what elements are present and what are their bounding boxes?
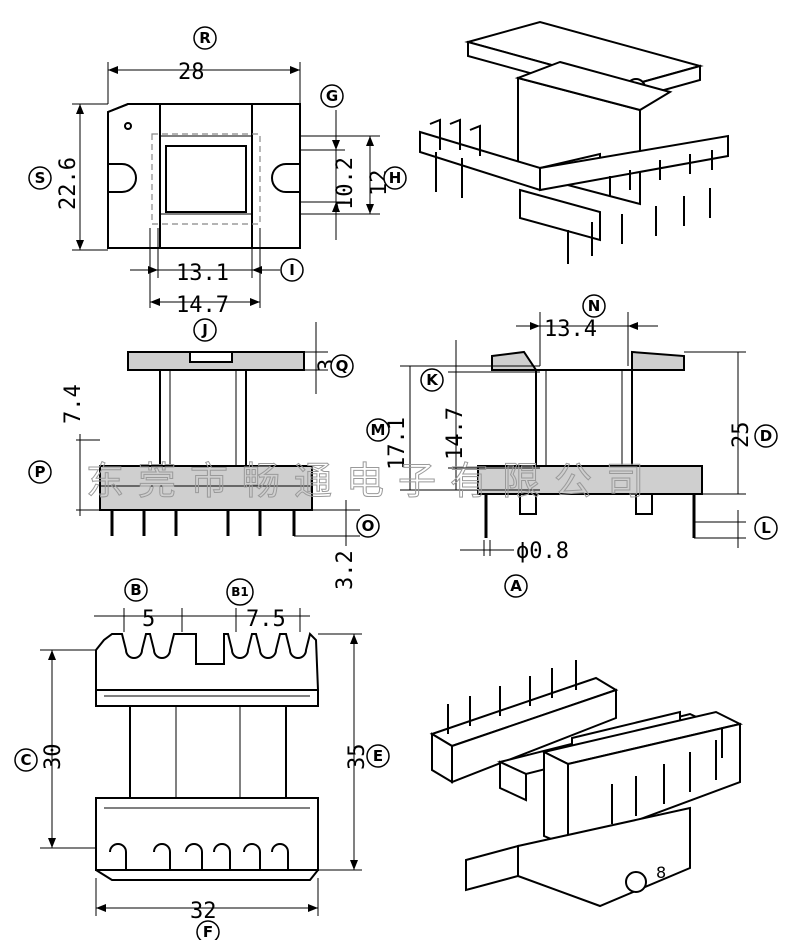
dim-pin-len: 3.2 <box>333 550 358 590</box>
svg-text:N: N <box>588 297 601 315</box>
dim-flange-width: 14.7 <box>176 293 229 318</box>
label-I: I <box>280 258 304 282</box>
label-F: F <box>196 920 220 940</box>
iso-view-bottom <box>429 660 743 908</box>
svg-text:B: B <box>130 581 141 599</box>
svg-text:F: F <box>203 923 213 940</box>
svg-text:D: D <box>760 427 772 445</box>
dim-top-height: 22.6 <box>56 157 81 210</box>
svg-text:P: P <box>35 463 46 481</box>
svg-text:G: G <box>326 87 338 105</box>
label-P: P <box>28 460 52 484</box>
label-A: A <box>504 574 528 598</box>
label-O: O <box>356 514 380 538</box>
label-S: S <box>28 166 52 190</box>
part-mark: 8 <box>656 863 666 882</box>
dim-outer-len: 35 <box>345 744 370 771</box>
dim-inner-len: 30 <box>41 744 66 771</box>
svg-text:S: S <box>35 169 46 187</box>
svg-text:A: A <box>510 577 522 595</box>
dim-pitch-b: 5 <box>142 607 155 632</box>
dim-win-w: 13.4 <box>544 317 597 342</box>
label-D: D <box>754 424 778 448</box>
label-M: M <box>366 418 390 442</box>
bottom-view <box>40 608 362 916</box>
dim-base-w: 32 <box>190 899 217 924</box>
dim-base-h: 7.4 <box>61 384 86 424</box>
svg-text:I: I <box>289 261 295 279</box>
svg-text:H: H <box>389 169 402 187</box>
label-G: G <box>320 84 344 108</box>
svg-text:Q: Q <box>336 357 349 375</box>
dim-window-width: 13.1 <box>176 261 229 286</box>
dim-win-h: 14.7 <box>443 407 468 460</box>
label-R: R <box>193 26 217 50</box>
label-B1: B1 <box>226 578 254 606</box>
dim-overall-h: 25 <box>729 422 754 449</box>
label-E: E <box>366 744 390 768</box>
svg-text:L: L <box>761 519 771 537</box>
svg-text:R: R <box>199 29 211 47</box>
dim-total-h: 17.1 <box>385 417 410 470</box>
dim-top-width: 28 <box>178 60 205 85</box>
label-B: B <box>124 578 148 602</box>
top-view <box>72 62 380 308</box>
dim-slot-gap: 10.2 <box>333 157 358 210</box>
label-C: C <box>14 748 38 772</box>
svg-text:E: E <box>373 747 383 765</box>
label-H: H <box>383 166 407 190</box>
dim-pitch-b1: 7.5 <box>246 607 286 632</box>
svg-text:C: C <box>20 751 31 769</box>
iso-view-top <box>419 20 729 264</box>
svg-text:M: M <box>371 421 386 439</box>
svg-text:O: O <box>362 517 375 535</box>
label-L: L <box>754 516 778 540</box>
dim-pin-dia: ϕ0.8 <box>516 539 569 564</box>
side-view <box>400 312 746 556</box>
label-K: K <box>420 368 444 392</box>
svg-text:B1: B1 <box>231 585 249 599</box>
svg-text:K: K <box>426 371 439 389</box>
watermark-text: 东莞市畅通电子有限公司 <box>86 459 658 503</box>
label-J: J <box>193 318 217 342</box>
svg-text:J: J <box>201 321 208 339</box>
label-Q: Q <box>330 354 354 378</box>
front-view <box>76 322 360 546</box>
label-N: N <box>582 294 606 318</box>
